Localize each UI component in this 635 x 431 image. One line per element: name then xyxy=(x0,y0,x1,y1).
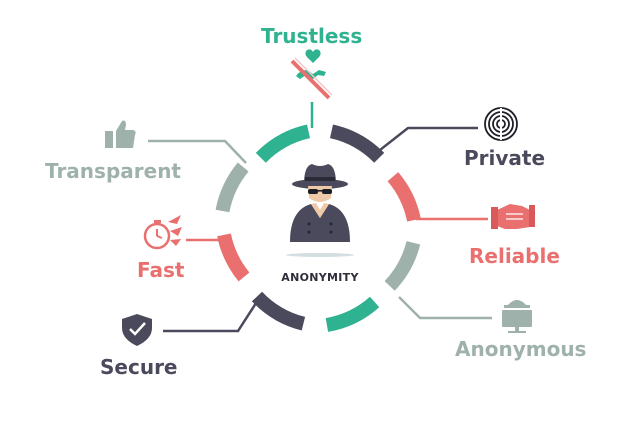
ring-segment-anonymous xyxy=(384,240,421,291)
connector-transparent xyxy=(148,139,247,164)
stopwatch-icon xyxy=(143,215,182,250)
ring-segment-reliable xyxy=(387,172,421,222)
ring-segment-trustless xyxy=(255,124,311,163)
label-secure: Secure xyxy=(100,355,178,379)
label-reliable: Reliable xyxy=(469,244,560,268)
ring xyxy=(215,124,421,332)
thumbs-up-icon xyxy=(105,120,136,148)
label-transparent: Transparent xyxy=(45,159,181,183)
label-private: Private xyxy=(464,146,546,170)
no-trust-icon xyxy=(290,49,333,100)
center-title: ANONYMITY xyxy=(281,271,359,284)
connectors xyxy=(148,102,492,333)
ring-segment-secure xyxy=(251,291,306,331)
label-fast: Fast xyxy=(137,258,185,282)
label-trustless: Trustless xyxy=(261,24,363,48)
connector-private xyxy=(379,126,478,151)
ring-segment-teal-bottom xyxy=(325,296,380,332)
fingerprint-icon xyxy=(484,107,518,141)
label-anonymous: Anonymous xyxy=(455,337,587,361)
connector-secure xyxy=(163,299,260,333)
ring-segment-fast xyxy=(217,233,250,282)
ring-segment-private xyxy=(329,124,385,163)
handshake-icon xyxy=(491,204,535,229)
anonymous-user-icon xyxy=(502,300,532,333)
shield-check-icon xyxy=(122,314,152,346)
ring-segment-transparent xyxy=(215,162,249,213)
connector-anonymous xyxy=(398,296,492,320)
spy-icon xyxy=(286,164,354,257)
